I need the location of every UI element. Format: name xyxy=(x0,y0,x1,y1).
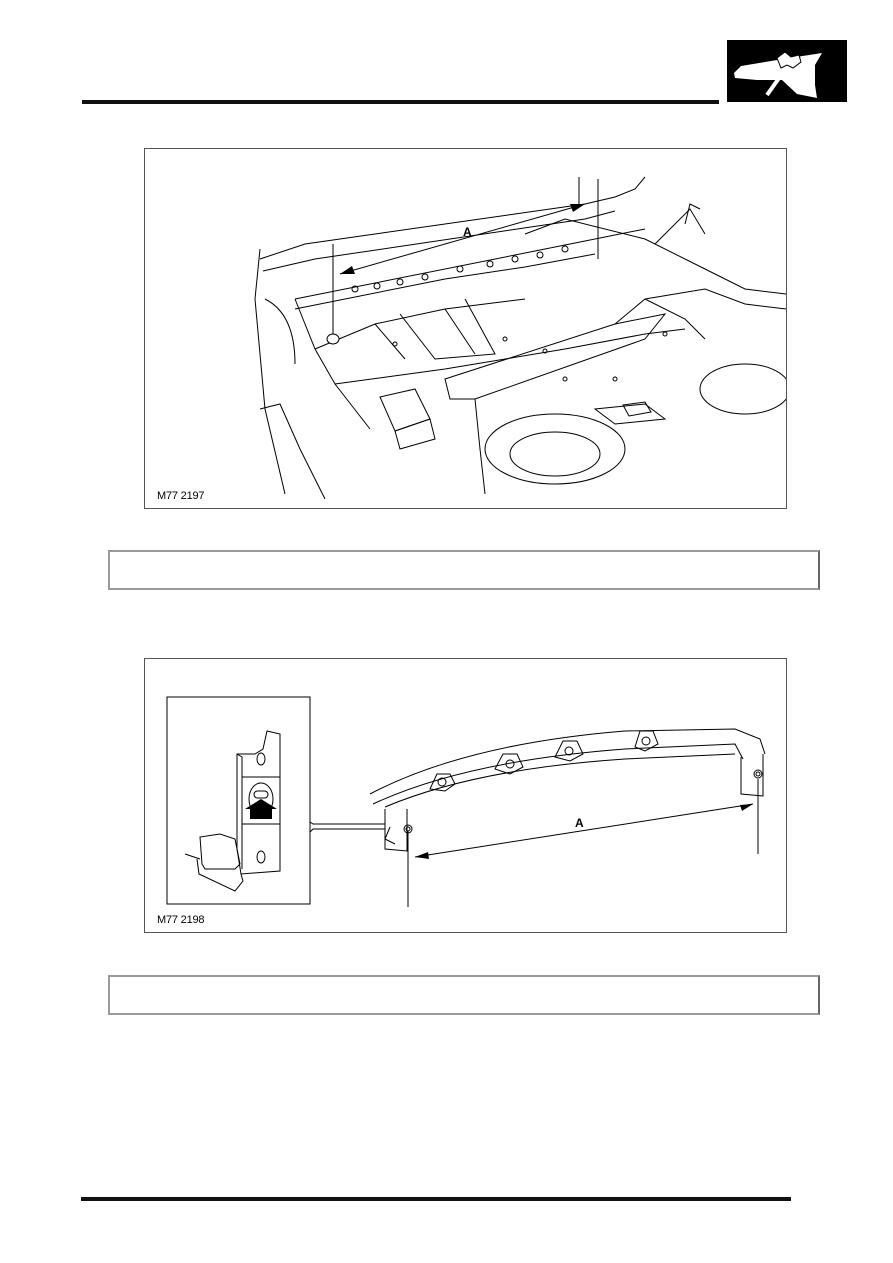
note-box xyxy=(108,550,820,590)
figure-id: M77 2197 xyxy=(157,490,205,502)
footer-rule xyxy=(81,1197,791,1201)
note-box xyxy=(108,975,820,1015)
callout-a: A xyxy=(575,816,584,830)
header-rule xyxy=(82,100,719,104)
crossmember-illustration: A xyxy=(166,696,766,907)
rear-floor-illustration: A xyxy=(254,176,786,500)
figure-id: M77 2198 xyxy=(157,914,205,926)
body-panel-hammer-icon xyxy=(734,51,822,98)
callout-a: A xyxy=(463,225,472,239)
figure-rear-floor: A M77 2197 xyxy=(144,148,787,509)
section-tab xyxy=(727,40,847,102)
figure-crossmember: A M77 2198 xyxy=(144,658,787,933)
